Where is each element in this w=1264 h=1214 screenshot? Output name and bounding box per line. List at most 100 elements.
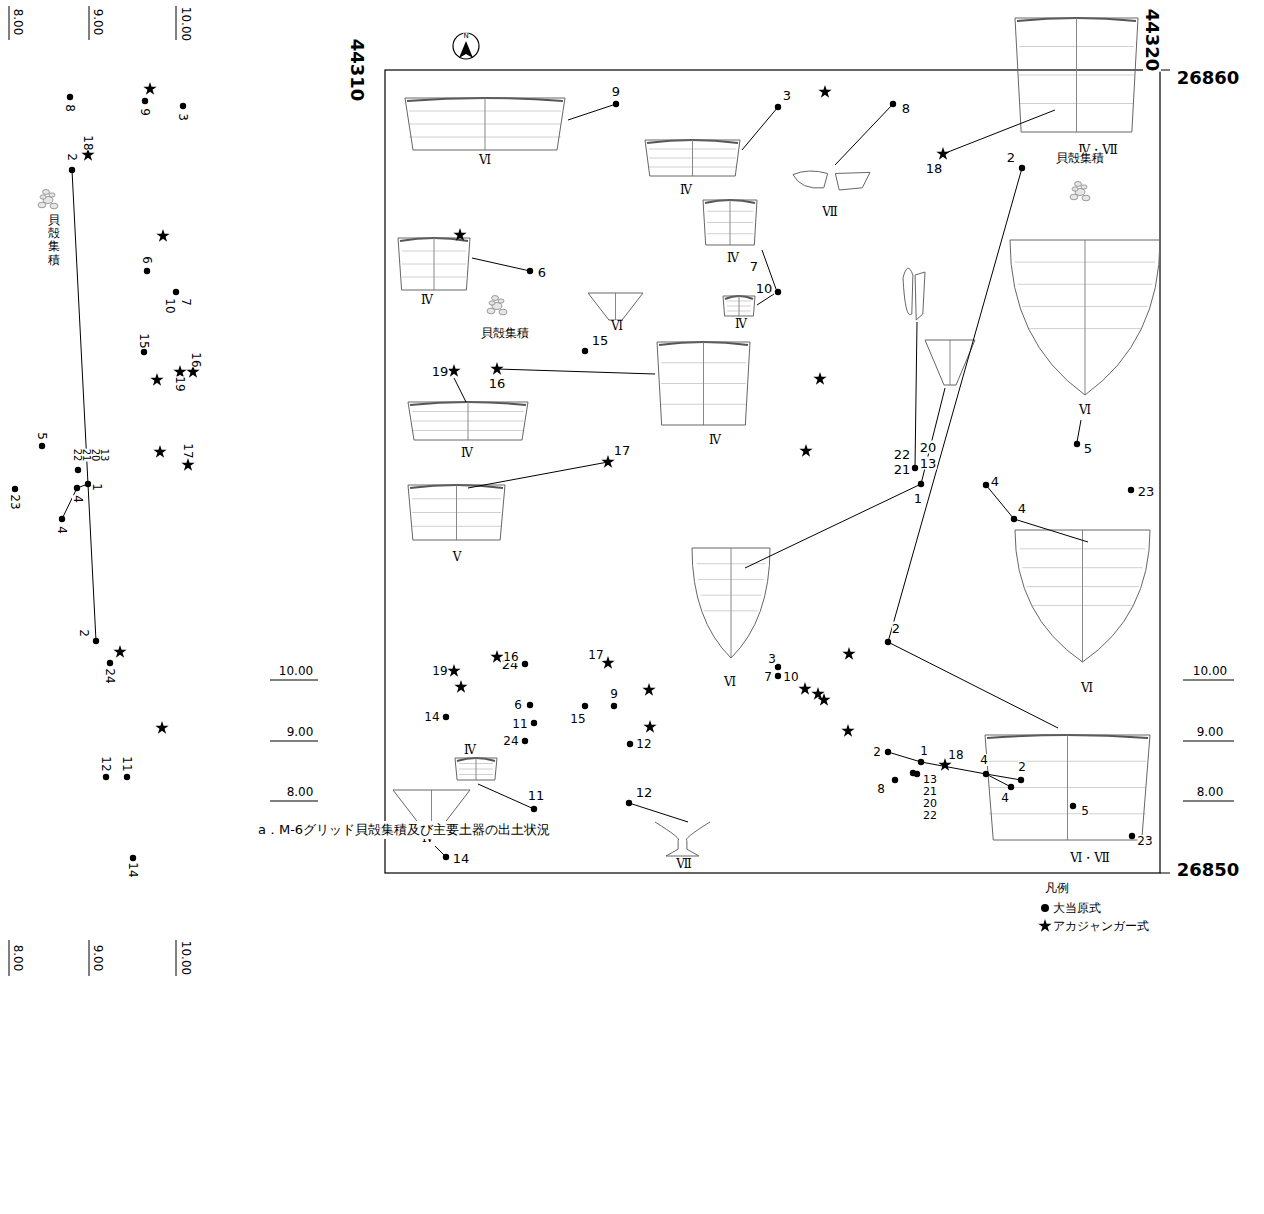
callout-number: 22	[923, 810, 937, 821]
leader-line	[629, 803, 688, 822]
callout-number: 9	[612, 85, 620, 98]
callout-number: 4	[980, 754, 988, 766]
elevation-label: 9.00	[1197, 726, 1224, 738]
find-dot	[142, 98, 148, 104]
type-numeral: Ⅳ	[421, 294, 433, 306]
pottery-sketch	[1015, 530, 1150, 662]
shell-accumulation	[487, 296, 507, 315]
find-dot	[527, 702, 533, 708]
type-numeral: Ⅵ	[1081, 682, 1093, 694]
callout-number: 17	[614, 444, 631, 457]
shell-accumulation	[1070, 182, 1090, 201]
legend-text: アカジャンガー式	[1053, 920, 1149, 932]
find-dot	[443, 714, 449, 720]
callout-number: 3	[783, 89, 791, 102]
callout-number: 10	[164, 298, 176, 313]
find-dot	[1070, 803, 1076, 809]
callout-number: 18	[948, 749, 963, 761]
find-dot	[1008, 784, 1014, 790]
type-numeral: Ⅵ	[611, 320, 623, 332]
type-numeral: Ⅶ	[822, 206, 838, 218]
find-dot	[912, 465, 918, 471]
pottery-sketch	[398, 238, 470, 290]
callout-number: 3	[177, 113, 189, 121]
pottery-sketch	[588, 293, 643, 320]
type-numeral: Ⅵ	[1079, 404, 1091, 416]
pottery-sketch	[455, 758, 497, 780]
feature-label: 貝殻集積	[481, 327, 529, 339]
callout-number: 10	[756, 282, 773, 295]
figure-caption: a．M-6グリッド貝殻集積及び主要土器の出土状況	[258, 821, 550, 839]
leader-line	[888, 752, 921, 762]
callout-number: 1	[920, 745, 928, 757]
leader-line	[472, 258, 530, 271]
elevation-label: 8.00	[12, 945, 24, 972]
legend-heading: 凡例	[1045, 882, 1069, 894]
elevation-label: 9.00	[287, 726, 314, 738]
callout-number: 4	[72, 495, 84, 503]
callout-number: 24	[503, 735, 518, 747]
find-dot	[39, 443, 45, 449]
leader-line	[757, 294, 774, 305]
callout-number: 2	[892, 622, 900, 635]
leader-line	[745, 484, 921, 568]
pottery-sketch	[408, 485, 505, 540]
legend-symbols	[1038, 904, 1051, 932]
find-star	[447, 364, 460, 377]
find-dot	[918, 481, 924, 487]
find-dot	[890, 101, 896, 107]
callout-number: 17	[588, 649, 603, 661]
callout-number: 10	[783, 671, 798, 683]
find-star	[936, 147, 949, 160]
find-dot	[173, 289, 179, 295]
grid-frame	[385, 70, 1160, 873]
pottery-sketch	[723, 296, 755, 316]
legend-symbol	[1038, 919, 1051, 932]
elevation-tick	[1183, 680, 1234, 681]
callout-number: 19	[174, 376, 186, 391]
callout-number: 5	[1081, 805, 1089, 817]
callout-number: 2	[78, 629, 90, 637]
callout-number: 20	[923, 798, 937, 809]
elevation-label: 9.00	[92, 9, 104, 36]
find-dot	[611, 703, 617, 709]
find-dot	[885, 749, 891, 755]
find-dot	[1018, 777, 1024, 783]
find-dot	[983, 771, 989, 777]
leader-line	[497, 369, 655, 374]
elevation-tick	[176, 940, 177, 976]
callout-number: 9	[139, 108, 151, 116]
callout-number: 12	[100, 756, 112, 771]
callout-number: 1	[91, 483, 103, 491]
leader-line	[888, 642, 1058, 728]
elevation-tick	[270, 801, 318, 802]
pottery-sketch	[692, 548, 770, 658]
find-dot	[103, 774, 109, 780]
leader-line	[468, 462, 608, 488]
find-dot	[1128, 487, 1134, 493]
pottery-sketch	[985, 735, 1150, 840]
pottery-sketch	[405, 98, 565, 150]
find-dot	[12, 486, 18, 492]
callout-number: 24	[104, 668, 116, 683]
feature-label: 貝殻集積	[48, 214, 60, 267]
legend-text: 大当原式	[1053, 902, 1101, 914]
callout-number: 19	[432, 365, 449, 378]
grid-coordinate: 44310	[348, 39, 366, 102]
callout-number: 8	[902, 102, 910, 115]
find-dot	[69, 167, 75, 173]
find-dot	[144, 268, 150, 274]
find-dot	[1011, 516, 1017, 522]
callout-number: 2	[1007, 151, 1015, 164]
find-star	[818, 85, 831, 98]
callout-number: 21	[894, 463, 911, 476]
find-dot	[93, 638, 99, 644]
find-dot	[107, 660, 113, 666]
find-star	[155, 721, 168, 734]
legend-symbol	[1041, 904, 1049, 912]
callout-number: 20	[90, 449, 100, 462]
type-numeral: Ⅶ	[676, 858, 692, 870]
callout-number: 7	[180, 298, 192, 306]
callout-number: 9	[610, 688, 618, 700]
find-star	[447, 664, 460, 677]
